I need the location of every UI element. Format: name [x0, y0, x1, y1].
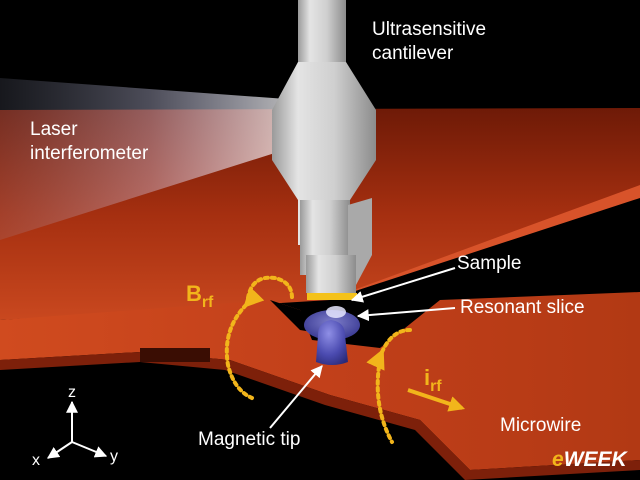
coordinate-axes [47, 400, 108, 459]
cantilever-label: Ultrasensitive cantilever [372, 18, 486, 66]
slice-pointer [356, 307, 456, 322]
microwire-strip [0, 292, 640, 470]
axis-y [71, 441, 108, 458]
laser-beam [0, 78, 300, 240]
axis-x-label: x [32, 452, 40, 469]
brf-label: Brf [186, 281, 214, 311]
irf-label: irf [424, 365, 442, 395]
laser-label-line1: Laser [30, 119, 78, 140]
irf-sub: rf [430, 377, 442, 395]
wire-gap [270, 300, 312, 332]
sample-layer [307, 293, 357, 300]
brf-field-line-left [224, 286, 265, 400]
irf-base: i [424, 365, 431, 390]
brf-base: B [186, 281, 202, 306]
microwire-notch [140, 348, 210, 362]
tip-pointer [269, 365, 323, 429]
axis-y-label: y [110, 448, 118, 465]
magnetic-tip-label: Magnetic tip [198, 429, 301, 450]
sample-pointer [350, 267, 456, 303]
axis-x [47, 441, 73, 459]
laser-label: Laser interferometer [30, 118, 148, 166]
brf-sub: rf [201, 293, 214, 311]
ground-edge-right [332, 185, 640, 298]
sample-label: Sample [457, 253, 522, 274]
resonant-slice-highlight [326, 306, 346, 318]
watermark-e: e [552, 448, 564, 471]
watermark-rest: WEEK [563, 448, 627, 471]
axis-z-label: z [68, 384, 76, 401]
microwire-front-edge [0, 352, 640, 480]
irf-arrow [407, 388, 466, 412]
cantilever-label-line2: cantilever [372, 43, 454, 64]
cantilever-stem [298, 0, 346, 62]
magnetic-tip [316, 320, 348, 365]
microwire-label: Microwire [500, 415, 582, 436]
cantilever-label-line1: Ultrasensitive [372, 19, 487, 40]
brf-field-line-right-top [366, 328, 412, 371]
cantilever [272, 0, 376, 293]
cantilever-body [272, 62, 376, 245]
eweek-watermark: eWEEK [552, 448, 627, 472]
resonant-slice-label: Resonant slice [460, 297, 585, 318]
cantilever-lower [306, 255, 356, 293]
laser-label-line2: interferometer [30, 143, 149, 164]
